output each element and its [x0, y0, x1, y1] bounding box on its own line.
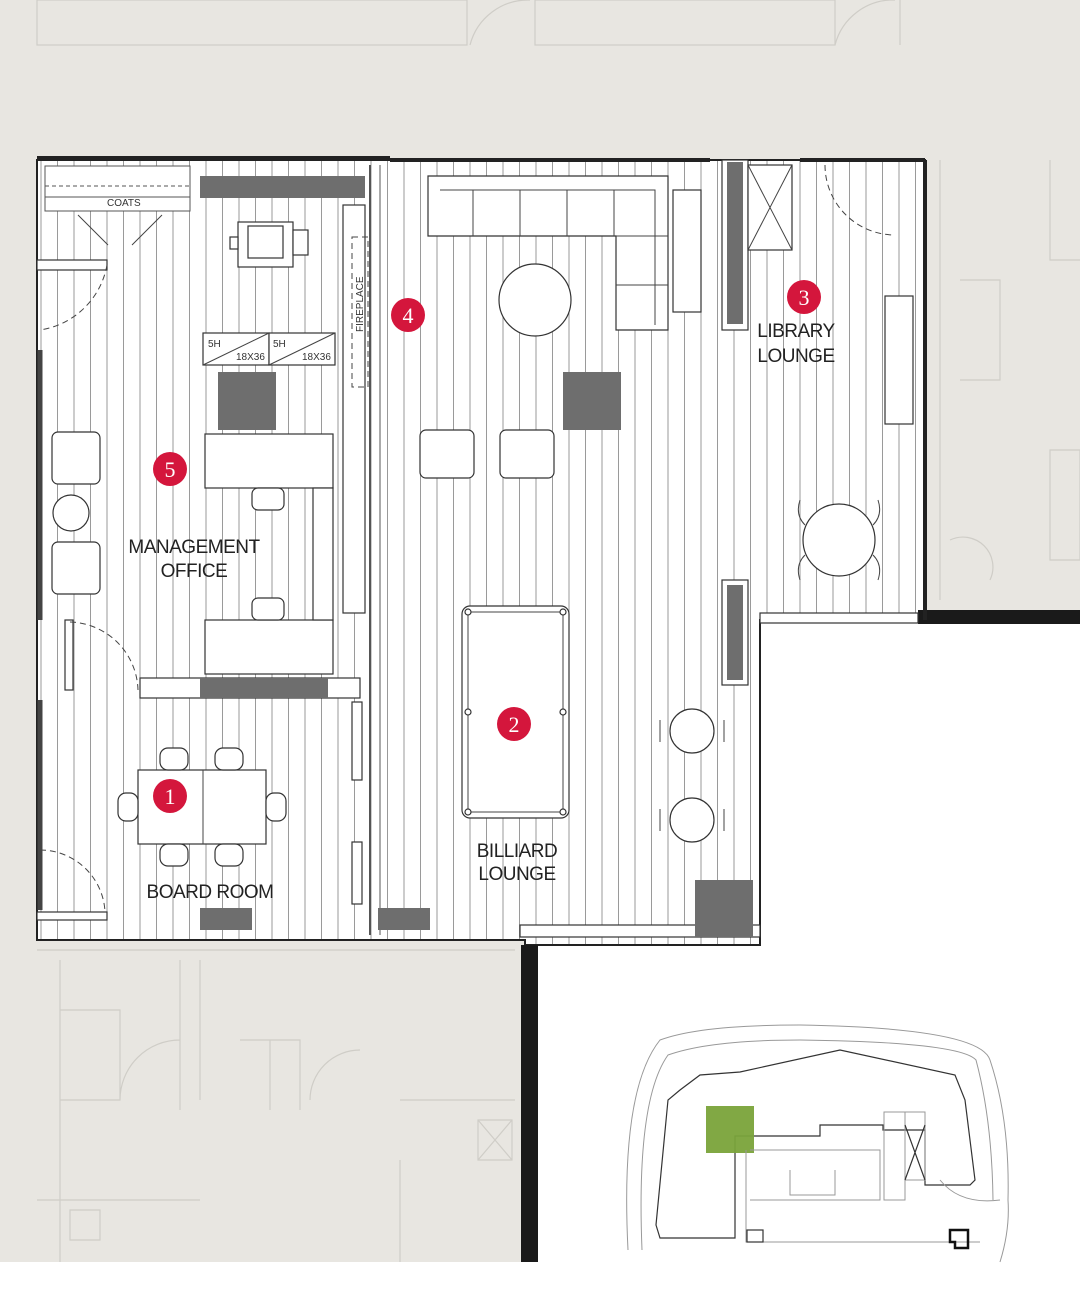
cabinet-1-height: 5H [208, 339, 221, 350]
cafe-tables [659, 708, 725, 843]
room-marker-1[interactable]: 1 [153, 779, 187, 813]
room-label-library-line2: LOUNGE [757, 346, 834, 367]
room-label-management-line2: OFFICE [161, 561, 228, 582]
lounge-chairs [419, 429, 555, 479]
neighbour-ghost-lines [36, 0, 1080, 1262]
room-number: 1 [165, 784, 176, 809]
casework-blocks [200, 162, 753, 937]
room-number: 2 [509, 712, 520, 737]
room-marker-5[interactable]: 5 [153, 452, 187, 486]
round-coffee-table [498, 263, 572, 337]
key-plan [626, 1024, 1009, 1263]
sectional-sofa [427, 175, 702, 331]
surrounding-building-bottom [0, 940, 525, 1262]
room-number: 4 [403, 303, 414, 328]
storage-cabinets: 5H 18X36 5H 18X36 [202, 332, 336, 366]
room-label-billiard-line1: BILLIARD [477, 841, 557, 862]
room-label-library-line1: LIBRARY [757, 321, 835, 342]
fireplace-label: FIREPLACE [355, 276, 366, 332]
room-number: 3 [799, 285, 810, 310]
key-plan-highlight [706, 1106, 754, 1153]
room-marker-2[interactable]: 2 [497, 707, 531, 741]
coats-label: COATS [107, 198, 141, 209]
cabinet-1-size: 18X36 [236, 352, 265, 363]
surrounding-building-top [0, 0, 1080, 160]
room-marker-3[interactable]: 3 [787, 280, 821, 314]
surrounding-building-right [925, 150, 1080, 620]
library-dining-table [797, 499, 881, 581]
room-number: 5 [165, 457, 176, 482]
coat-closet: COATS [44, 165, 191, 246]
exterior-wall-bottom [521, 945, 538, 1262]
exterior-wall-right [918, 610, 1080, 624]
room-label-management-line1: MANAGEMENT [128, 537, 260, 558]
room-label-board-room: BOARD ROOM [147, 882, 274, 903]
office-desks [51, 431, 334, 675]
room-marker-4[interactable]: 4 [391, 298, 425, 332]
cabinet-2-size: 18X36 [302, 352, 331, 363]
cabinet-2-height: 5H [273, 339, 286, 350]
office-equipment [229, 221, 309, 268]
room-label-billiard-line2: LOUNGE [478, 864, 555, 885]
window-wall-top [37, 156, 927, 620]
